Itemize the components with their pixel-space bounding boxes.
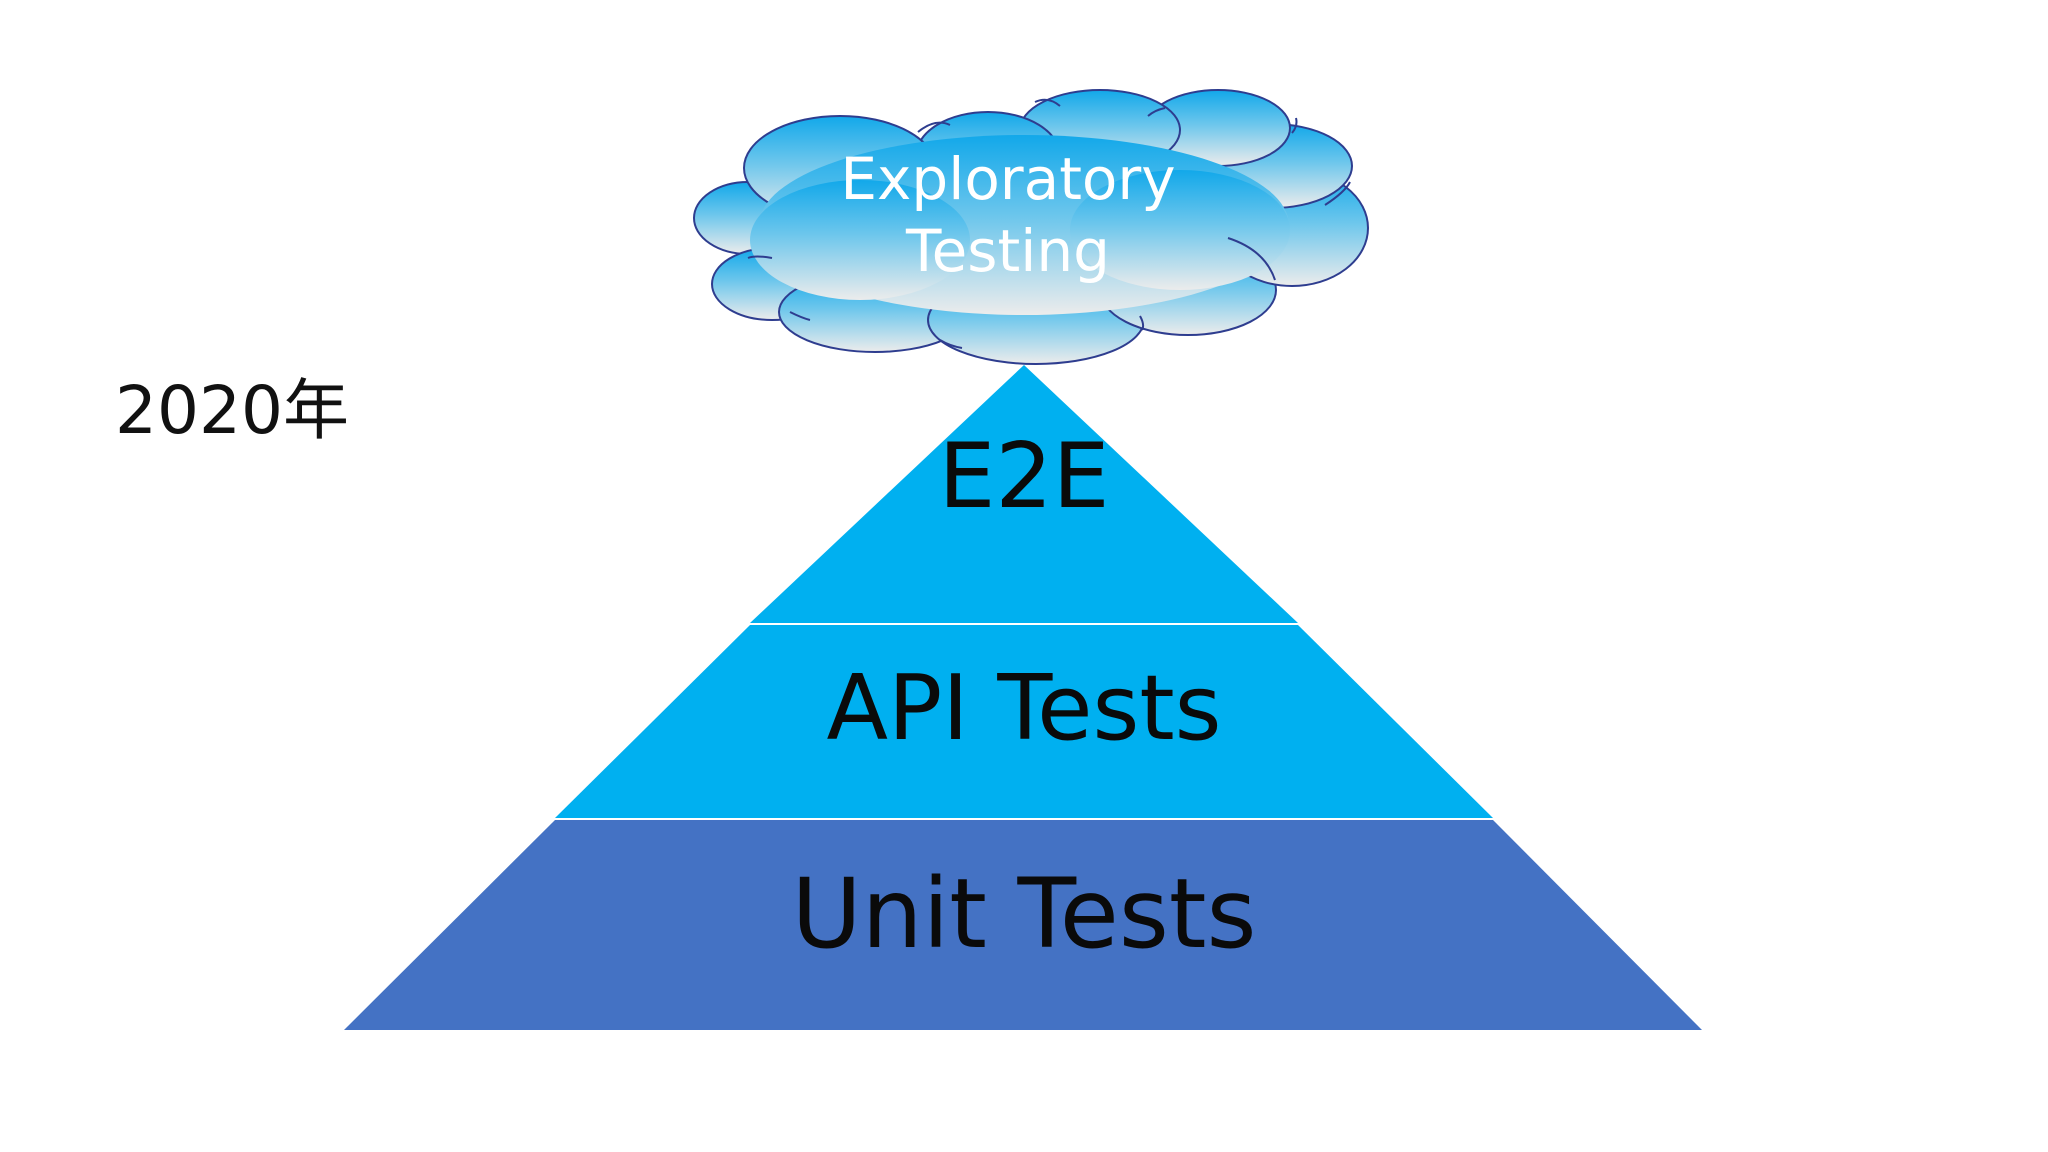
tier-label-e2e: E2E xyxy=(938,424,1110,529)
year-label: 2020年 xyxy=(115,372,349,449)
pyramid-tier-unit-tests xyxy=(344,820,1702,1030)
pyramid-tier-e2e xyxy=(750,365,1298,623)
cloud-label-line2: Testing xyxy=(906,217,1110,285)
pyramid-tier-api-tests xyxy=(555,625,1493,818)
tier-label-unit-tests: Unit Tests xyxy=(791,858,1257,970)
cloud-shape xyxy=(693,89,1369,365)
tier-label-api-tests: API Tests xyxy=(826,656,1222,761)
cloud-label-line1: Exploratory xyxy=(840,145,1176,213)
